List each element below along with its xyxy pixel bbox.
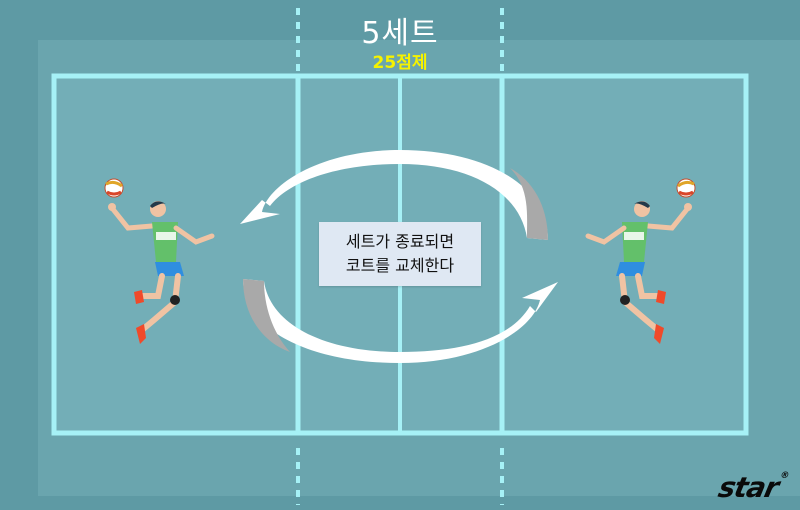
message-line-2: 코트를 교체한다 <box>345 256 455 275</box>
message-line-1: 세트가 종료되면 <box>345 232 455 251</box>
swap-arrow-bottom-icon <box>243 279 558 363</box>
left-player-icon <box>104 178 215 344</box>
points-subtitle: 25점제 <box>372 53 428 73</box>
set-title: 5세트 <box>361 16 439 51</box>
logo-text: star <box>715 471 782 504</box>
swap-arrow-top-icon <box>240 150 548 240</box>
right-player-icon <box>585 178 696 344</box>
star-logo: star® <box>716 471 790 504</box>
court-change-message: 세트가 종료되면 코트를 교체한다 <box>319 222 481 286</box>
